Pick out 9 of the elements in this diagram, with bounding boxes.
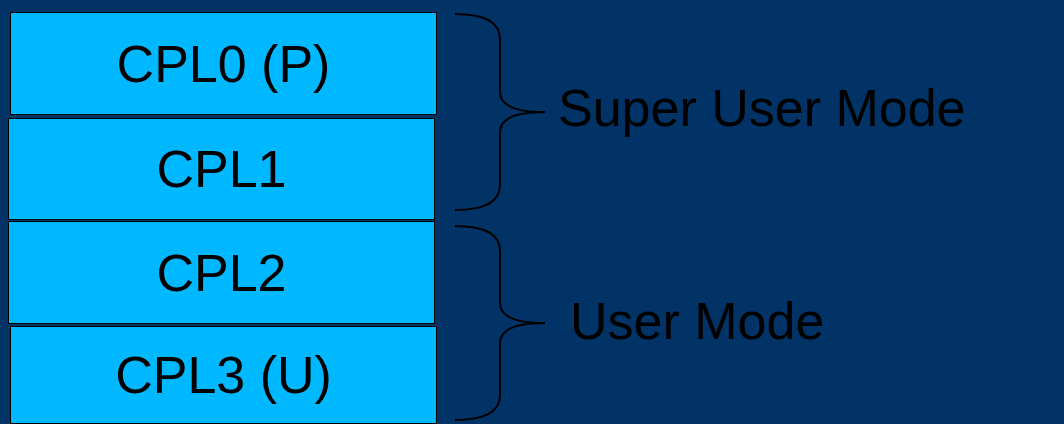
mode-label: User Mode [570, 295, 825, 347]
level-box [10, 326, 437, 424]
level-box [8, 221, 435, 324]
level-box [8, 118, 435, 220]
level-label: CPL0 (P) [116, 33, 331, 94]
level-label: CPL3 (U) [115, 345, 332, 405]
level-box [10, 12, 437, 115]
level-label: CPL1 [156, 139, 287, 199]
level-label: CPL2 [156, 242, 287, 303]
